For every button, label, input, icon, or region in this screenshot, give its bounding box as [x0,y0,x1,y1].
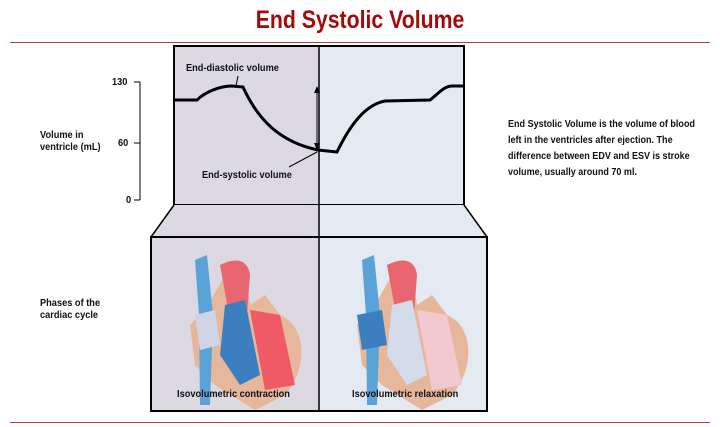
left-graph-panel [174,46,319,205]
arrow-up-icon [314,86,320,93]
phase-right-label: Isovolumetric relaxation [352,388,459,400]
phases-label-1: Phases of the [40,297,101,309]
edv-annotation: End-diastolic volume [186,62,279,74]
page-title: End Systolic Volume [255,6,465,34]
right-graph-panel [319,46,464,205]
right-connector [319,205,487,237]
y-axis-label-1: Volume in [40,129,84,141]
edv-leader-line [235,75,239,87]
tick-60: 60 [118,137,129,149]
esv-annotation: End-systolic volume [202,169,292,181]
left-connector-edge [150,204,175,238]
top-divider [10,42,710,43]
volume-curve [174,84,464,154]
right-connector-edge [463,204,488,238]
esv-leader-line [288,151,318,168]
arrow-down-icon [314,143,320,150]
phase-left-label: Isovolumetric contraction [177,388,290,400]
tick-130: 130 [112,76,128,88]
left-connector [151,205,319,237]
tick-0: 0 [126,194,132,206]
bottom-divider [10,422,710,423]
phases-label-2: cardiac cycle [40,309,99,321]
description-text: End Systolic Volume is the volume of blo… [508,118,695,178]
heart-contraction-illustration [190,255,302,410]
heart-relaxation-illustration [357,255,469,410]
y-axis-label-2: ventricle (mL) [40,141,101,153]
